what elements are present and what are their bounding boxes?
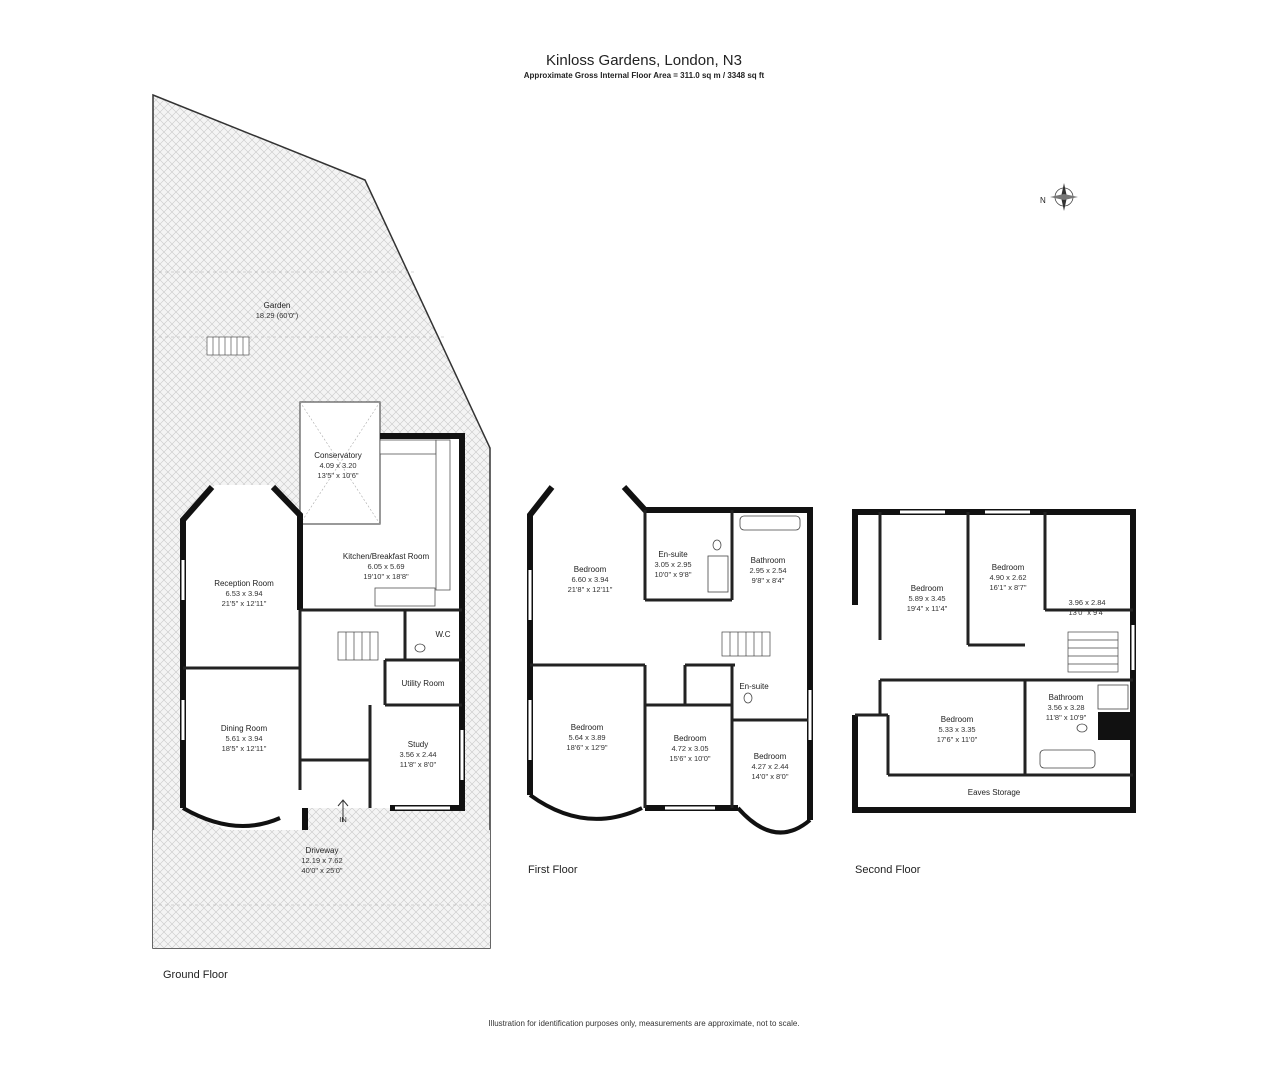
ff-ensuite-b-label: En-suite	[739, 682, 769, 691]
reception-imperial: 21'5" x 12'11"	[222, 599, 267, 608]
ff-bedroom-small-metric: 4.27 x 2.44	[751, 762, 788, 771]
ff-bedroom-mid-label: Bedroom	[674, 734, 707, 743]
sf-bathroom-label: Bathroom	[1049, 693, 1084, 702]
first-floor-label: First Floor	[528, 864, 578, 876]
ff-bedroom-mid-imperial: 15'6" x 10'0"	[669, 754, 710, 763]
sf-eaves-label: Eaves Storage	[968, 788, 1021, 797]
utility-label: Utility Room	[401, 679, 444, 688]
entrance-label: IN	[339, 815, 347, 824]
ff-bedroom-rear-label: Bedroom	[571, 723, 604, 732]
ff-bathroom-imperial: 9'8" x 8'4"	[752, 576, 785, 585]
sf-bedroom-a-imperial: 19'4" x 11'4"	[907, 604, 948, 613]
dining-label: Dining Room	[221, 724, 268, 733]
first-floor-plan: Bedroom 6.60 x 3.94 21'8" x 12'11" En-su…	[527, 484, 813, 835]
second-floor-plan: Bedroom 5.89 x 3.45 19'4" x 11'4" Bedroo…	[852, 509, 1136, 813]
ff-ensuite-a-label: En-suite	[658, 550, 688, 559]
ff-bedroom-small-label: Bedroom	[754, 752, 787, 761]
ff-ensuite-a-imperial: 10'0" x 9'8"	[655, 570, 692, 579]
garden-steps-icon	[206, 336, 250, 356]
second-toilet-icon	[1076, 723, 1088, 733]
compass-rose-icon	[1050, 183, 1078, 211]
ground-floor-label: Ground Floor	[163, 969, 228, 981]
garden-label: Garden	[264, 301, 291, 310]
ground-wc-toilet-icon	[414, 643, 426, 653]
first-bay-small	[736, 806, 812, 835]
sf-room-c-metric: 3.96 x 2.84	[1068, 598, 1105, 607]
second-bath-icon	[1039, 749, 1096, 769]
ff-bathroom-label: Bathroom	[751, 556, 786, 565]
reception-metric: 6.53 x 3.94	[225, 589, 262, 598]
kitchen-imperial: 19'10" x 18'8"	[363, 572, 409, 581]
sf-bedroom-b-imperial: 16'1" x 8'7"	[990, 583, 1027, 592]
study-label: Study	[408, 740, 428, 749]
ground-house-body	[183, 402, 462, 837]
kitchen-label: Kitchen/Breakfast Room	[343, 552, 430, 561]
floor-area-subtitle: Approximate Gross Internal Floor Area = …	[523, 71, 765, 80]
sf-bedroom-d-imperial: 17'6" x 11'0"	[937, 735, 978, 744]
sf-bedroom-b-metric: 4.90 x 2.62	[989, 573, 1026, 582]
second-floor-label: Second Floor	[855, 864, 921, 876]
driveway-label: Driveway	[306, 846, 339, 855]
entrance-arrow-icon	[337, 799, 349, 822]
sf-room-c-imperial: 13'0" x 9'4"	[1069, 608, 1106, 617]
first-shower-icon	[707, 555, 729, 593]
ground-floor-plan: Garden 18.29 (60'0") Conservatory 4.09 x…	[152, 93, 491, 949]
driveway-imperial: 40'0" x 25'0"	[301, 866, 342, 875]
ff-bedroom-front-label: Bedroom	[574, 565, 607, 574]
ff-bedroom-mid-metric: 4.72 x 3.05	[671, 744, 708, 753]
ff-bedroom-rear-metric: 5.64 x 3.89	[568, 733, 605, 742]
reception-label: Reception Room	[214, 579, 274, 588]
first-ensuite-toilet-icon	[743, 692, 753, 704]
sf-bathroom-imperial: 11'8" x 10'9"	[1046, 713, 1087, 722]
second-shower-icon	[1097, 684, 1129, 710]
study-imperial: 11'8" x 8'0"	[400, 760, 437, 769]
conservatory-metric: 4.09 x 3.20	[319, 461, 356, 470]
ff-ensuite-a-metric: 3.05 x 2.95	[654, 560, 691, 569]
ff-bedroom-front-metric: 6.60 x 3.94	[571, 575, 608, 584]
dining-bay-window	[182, 806, 281, 828]
conservatory-label: Conservatory	[314, 451, 362, 460]
garden-dims: 18.29 (60'0")	[256, 311, 299, 320]
conservatory-imperial: 13'5" x 10'6"	[317, 471, 358, 480]
ff-bathroom-metric: 2.95 x 2.54	[749, 566, 786, 575]
kitchen-metric: 6.05 x 5.69	[367, 562, 404, 571]
sf-bedroom-d-metric: 5.33 x 3.35	[938, 725, 975, 734]
compass-north-label: N	[1040, 196, 1046, 205]
ff-bedroom-front-imperial: 21'8" x 12'11"	[568, 585, 613, 594]
wc-label: W.C	[435, 630, 450, 639]
sf-bedroom-d-label: Bedroom	[941, 715, 974, 724]
sf-bedroom-b-label: Bedroom	[992, 563, 1025, 572]
second-chimney	[1098, 712, 1130, 740]
driveway-area	[153, 830, 490, 948]
first-bay-rear	[528, 793, 643, 821]
first-bath-icon	[739, 515, 801, 531]
ff-bedroom-rear-imperial: 18'6" x 12'9"	[566, 743, 607, 752]
dining-metric: 5.61 x 3.94	[225, 734, 262, 743]
sf-bathroom-metric: 3.56 x 3.28	[1047, 703, 1084, 712]
first-toilet-icon	[712, 539, 722, 551]
ff-bedroom-small-imperial: 14'0" x 8'0"	[752, 772, 789, 781]
sf-bedroom-a-label: Bedroom	[911, 584, 944, 593]
driveway-metric: 12.19 x 7.62	[301, 856, 342, 865]
dining-imperial: 18'5" x 12'11"	[222, 744, 267, 753]
study-metric: 3.56 x 2.44	[399, 750, 436, 759]
first-house-body	[530, 485, 810, 834]
sf-bedroom-a-metric: 5.89 x 3.45	[908, 594, 945, 603]
page-title: Kinloss Gardens, London, N3	[546, 52, 742, 69]
disclaimer-text: Illustration for identification purposes…	[488, 1019, 800, 1028]
